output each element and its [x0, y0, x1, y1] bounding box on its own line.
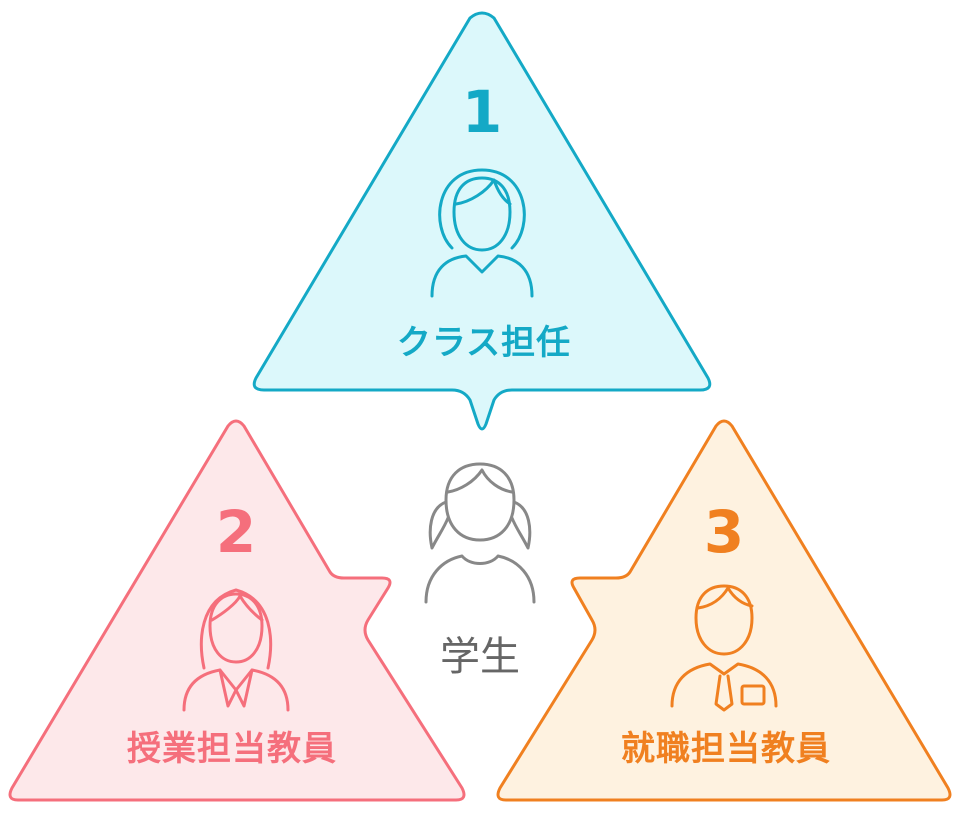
female-lecturer-icon [182, 588, 290, 712]
triangle-subject-teacher [8, 419, 466, 802]
triangle-career-advisor [496, 419, 952, 802]
role-number-3: 3 [704, 498, 744, 566]
role-subject-teacher: 2 授業担当教員 [8, 419, 466, 802]
role-label-subject-teacher: 授業担当教員 [127, 729, 337, 769]
female-teacher-icon [430, 168, 534, 298]
student-label: 学生 [440, 634, 520, 680]
role-class-teacher: 1 クラス担任 [252, 11, 712, 431]
role-label-class-teacher: クラス担任 [397, 323, 571, 363]
triangle-class-teacher [252, 11, 712, 431]
student-icon [424, 462, 536, 604]
role-number-2: 2 [216, 498, 256, 566]
role-number-1: 1 [462, 78, 502, 146]
role-label-career-advisor: 就職担当教員 [621, 729, 831, 769]
role-career-advisor: 3 就職担当教員 [496, 419, 952, 802]
male-career-advisor-icon [670, 584, 778, 712]
student: 学生 [424, 462, 536, 680]
